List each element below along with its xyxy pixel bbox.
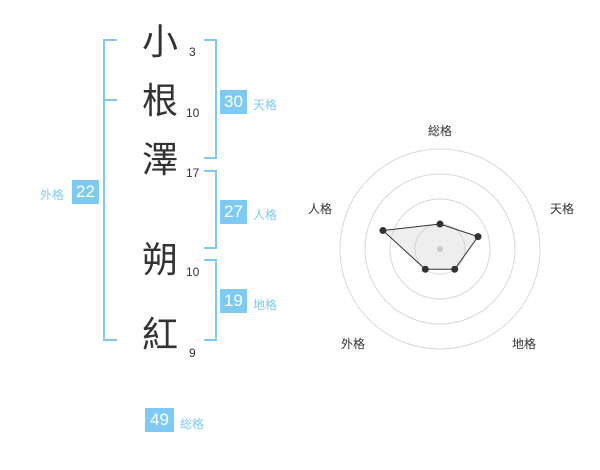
soukaku-label: 総格 bbox=[180, 417, 205, 431]
jinkaku-label: 人格 bbox=[253, 208, 278, 222]
name-char-5: 紅 bbox=[141, 315, 178, 356]
radar-label-soukaku: 総格 bbox=[428, 124, 453, 138]
gaikaku-bracket bbox=[103, 39, 117, 341]
chikaku-label: 地格 bbox=[253, 298, 278, 312]
radar-ring bbox=[364, 173, 516, 325]
radar-label-gaikaku: 外格 bbox=[341, 337, 366, 351]
name-char-1: 小 bbox=[141, 22, 178, 63]
name-char-3: 澤 bbox=[141, 140, 178, 181]
tenkaku-bracket bbox=[204, 39, 217, 159]
radar-ring bbox=[339, 148, 541, 350]
chikaku-bracket bbox=[204, 259, 217, 341]
radar-label-tenkaku: 天格 bbox=[550, 202, 575, 216]
jinkaku-bracket bbox=[204, 170, 217, 249]
stroke-count-4: 10 bbox=[186, 265, 200, 279]
radar-point-2 bbox=[474, 233, 482, 241]
name-char-2: 根 bbox=[141, 81, 178, 122]
stroke-count-3: 17 bbox=[186, 166, 200, 180]
name-char-4: 朔 bbox=[141, 240, 178, 281]
stroke-count-5: 9 bbox=[189, 346, 196, 360]
gaikaku-value: 22 bbox=[72, 180, 99, 204]
tenkaku-label: 天格 bbox=[253, 98, 278, 112]
radar-point-3 bbox=[451, 265, 459, 273]
soukaku-value: 49 bbox=[145, 408, 174, 432]
radar-label-jinkaku: 人格 bbox=[308, 202, 333, 216]
radar-center bbox=[437, 246, 443, 252]
radar-point-4 bbox=[421, 265, 429, 273]
chikaku-value: 19 bbox=[220, 289, 247, 313]
jinkaku-value: 27 bbox=[220, 200, 247, 224]
tenkaku-value: 30 bbox=[220, 90, 247, 114]
stroke-count-1: 3 bbox=[189, 45, 196, 59]
radar-ring bbox=[389, 198, 491, 300]
stroke-count-2: 10 bbox=[186, 106, 200, 120]
radar-point-1 bbox=[436, 220, 444, 228]
gaikaku-label: 外格 bbox=[40, 188, 65, 202]
radar-point-5 bbox=[379, 226, 387, 234]
radar-polygon bbox=[381, 223, 479, 270]
radar-label-chikaku: 地格 bbox=[512, 337, 537, 351]
